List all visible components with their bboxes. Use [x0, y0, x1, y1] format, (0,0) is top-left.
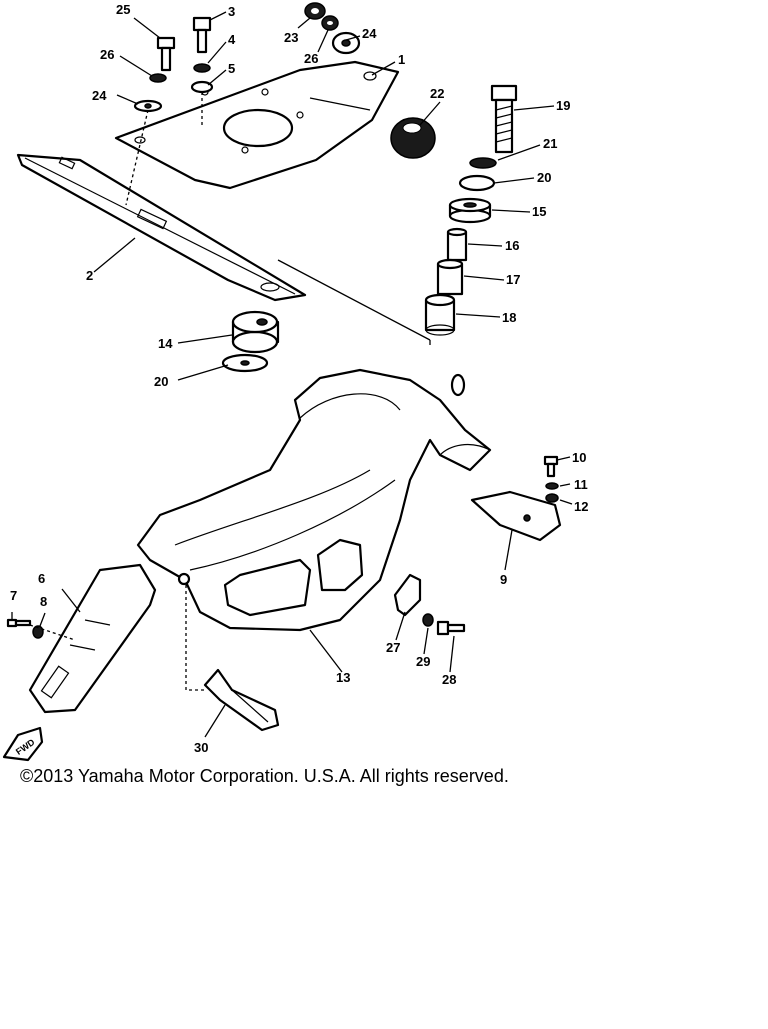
- part-19-long-bolt: [490, 84, 518, 154]
- callout-17: 17: [506, 272, 520, 287]
- part-25-bolt: [156, 36, 176, 72]
- callout-29: 29: [416, 654, 430, 669]
- callout-1: 1: [398, 52, 405, 67]
- part-3-bolt: [192, 16, 212, 54]
- part-21-nut: [469, 157, 497, 169]
- part-16-collar: [446, 227, 468, 262]
- part-8-washer: [32, 625, 44, 639]
- part-22-grommet: [390, 117, 436, 159]
- part-1-mounting-plate: [114, 60, 400, 190]
- part-9-bracket: [470, 490, 562, 542]
- callout-11: 11: [574, 477, 588, 492]
- callout-leaders: [11, 11, 573, 738]
- callout-22: 22: [430, 86, 444, 101]
- part-24-washer-left: [133, 99, 163, 113]
- callout-15: 15: [532, 204, 546, 219]
- callout-14: 14: [158, 336, 173, 351]
- fwd-direction-arrow: FWD: [2, 726, 44, 762]
- callout-13: 13: [336, 670, 350, 685]
- part-2-bracket-bar: [16, 153, 307, 302]
- part-7-screw: [6, 618, 32, 628]
- callout-23: 23: [284, 30, 298, 45]
- part-10-bolt: [543, 455, 559, 478]
- callout-25: 25: [116, 2, 130, 17]
- part-20-washer-upper: [458, 174, 496, 192]
- copyright-notice: ©2013 Yamaha Motor Corporation. U.S.A. A…: [20, 766, 509, 786]
- callout-3: 3: [228, 4, 235, 19]
- part-28-bolt: [436, 620, 466, 636]
- callout-9: 9: [500, 572, 507, 587]
- callout-labels: 1 2 3 4 5 6 7 8 9 10 11 12 13 14 15 16 1…: [10, 2, 588, 755]
- callout-21: 21: [543, 136, 557, 151]
- callout-12: 12: [574, 499, 588, 514]
- callout-10: 10: [572, 450, 586, 465]
- part-15-spacer: [448, 197, 492, 224]
- part-27-clip: [393, 573, 422, 617]
- part-14-damper: [231, 310, 280, 354]
- callout-26-right: 26: [304, 51, 318, 66]
- callout-30: 30: [194, 740, 208, 755]
- part-12-nut: [545, 493, 559, 503]
- part-23-nut: [304, 2, 326, 20]
- part-18-bushing: [424, 293, 456, 336]
- callout-20-upper: 20: [537, 170, 551, 185]
- callout-5: 5: [228, 61, 235, 76]
- part-26-lock-washer-left: [149, 73, 167, 83]
- callout-18: 18: [502, 310, 516, 325]
- part-29-washer: [422, 613, 434, 627]
- part-24-washer-right: [331, 31, 361, 55]
- part-26-lock-washer-right: [321, 15, 339, 31]
- part-13-frame-body: [136, 368, 492, 632]
- callout-27: 27: [386, 640, 400, 655]
- callout-16: 16: [505, 238, 519, 253]
- callout-7: 7: [10, 588, 17, 603]
- part-30-pin: [203, 668, 280, 732]
- part-11-washer: [545, 482, 559, 490]
- part-17-collar: [436, 258, 464, 296]
- callout-19: 19: [556, 98, 570, 113]
- callout-24-left: 24: [92, 88, 107, 103]
- callout-2: 2: [86, 268, 93, 283]
- callout-28: 28: [442, 672, 456, 687]
- part-20-washer-lower: [221, 353, 269, 373]
- callout-20-lower: 20: [154, 374, 168, 389]
- callout-26-left: 26: [100, 47, 114, 62]
- part-4-lock-washer: [193, 63, 211, 73]
- callout-6: 6: [38, 571, 45, 586]
- callout-4: 4: [228, 32, 236, 47]
- callout-8: 8: [40, 594, 47, 609]
- part-6-side-cover: [28, 563, 157, 714]
- callout-24-right: 24: [362, 26, 377, 41]
